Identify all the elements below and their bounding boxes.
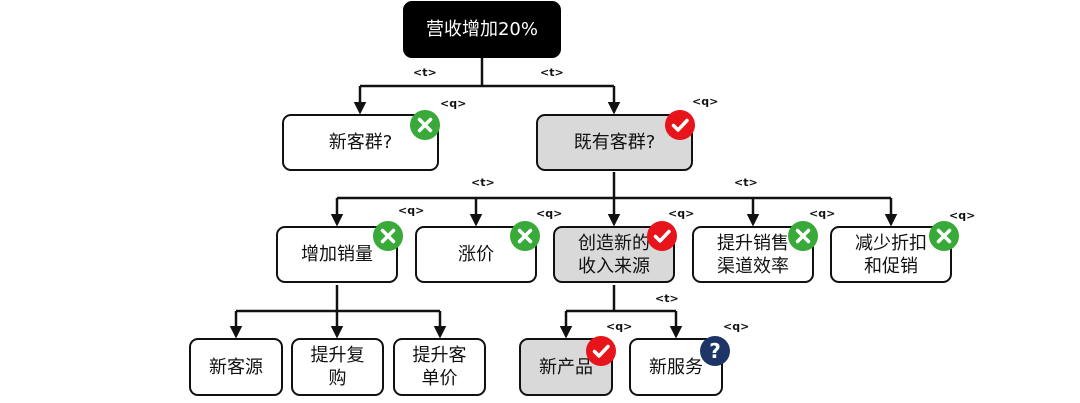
q-tag-new-product: <q> <box>606 320 633 333</box>
new-customers-label: 新客源 <box>209 356 263 378</box>
basket-value-label: 提升客 单价 <box>412 345 467 389</box>
root-goal-label: 营收增加20% <box>425 19 538 40</box>
existing-segment-label: 既有客群? <box>573 132 656 153</box>
t-tag-existing-right: <t> <box>734 176 758 189</box>
question-mark: ? <box>709 339 721 363</box>
new-revenue-label: 创造新的 收入来源 <box>578 232 650 277</box>
check-icon <box>647 221 677 251</box>
q-tag-raise-price: <q> <box>536 207 563 220</box>
t-tag-root-right: <t> <box>540 66 564 79</box>
cross-icon <box>510 221 540 251</box>
q-tag-new-segment: <q> <box>440 97 467 110</box>
q-tag-increase-volume: <q> <box>398 204 425 217</box>
new-service-label: 新服务 <box>649 356 703 378</box>
basket-value-node: 提升客 单价 <box>393 338 486 396</box>
cross-icon <box>373 221 403 251</box>
new-revenue-node: 创造新的 收入来源 <box>553 226 675 283</box>
reduce-discount-node: 减少折扣 和促销 <box>830 226 952 283</box>
check-icon <box>586 336 616 366</box>
increase-volume-label: 增加销量 <box>301 244 373 265</box>
cross-icon <box>410 110 440 140</box>
root-goal-node: 营收增加20% <box>403 1 561 58</box>
raise-price-label: 涨价 <box>458 244 494 265</box>
new-segment-label: 新客群? <box>328 132 393 153</box>
new-segment-node: 新客群? <box>282 114 439 171</box>
cross-icon <box>788 221 818 251</box>
repurchase-label: 提升复 购 <box>310 345 365 389</box>
new-product-label: 新产品 <box>539 356 593 378</box>
question-icon: ? <box>700 336 730 366</box>
check-icon <box>665 110 695 140</box>
new-customers-node: 新客源 <box>189 338 283 396</box>
reduce-discount-label: 减少折扣 和促销 <box>855 232 927 277</box>
q-tag-reduce-discount: <q> <box>949 209 976 222</box>
q-tag-sales-channel: <q> <box>809 207 836 220</box>
t-tag-existing-left: <t> <box>471 176 495 189</box>
existing-segment-node: 既有客群? <box>536 114 693 171</box>
q-tag-existing-segment: <q> <box>692 95 719 108</box>
t-tag-root-left: <t> <box>413 66 437 79</box>
q-tag-new-service: <q> <box>723 320 750 333</box>
q-tag-new-revenue: <q> <box>668 207 695 220</box>
sales-channel-label: 提升销售 渠道效率 <box>717 232 789 277</box>
cross-icon <box>929 221 959 251</box>
increase-volume-node: 增加销量 <box>276 226 398 283</box>
t-tag-revenue: <t> <box>655 292 679 305</box>
repurchase-node: 提升复 购 <box>291 338 384 396</box>
